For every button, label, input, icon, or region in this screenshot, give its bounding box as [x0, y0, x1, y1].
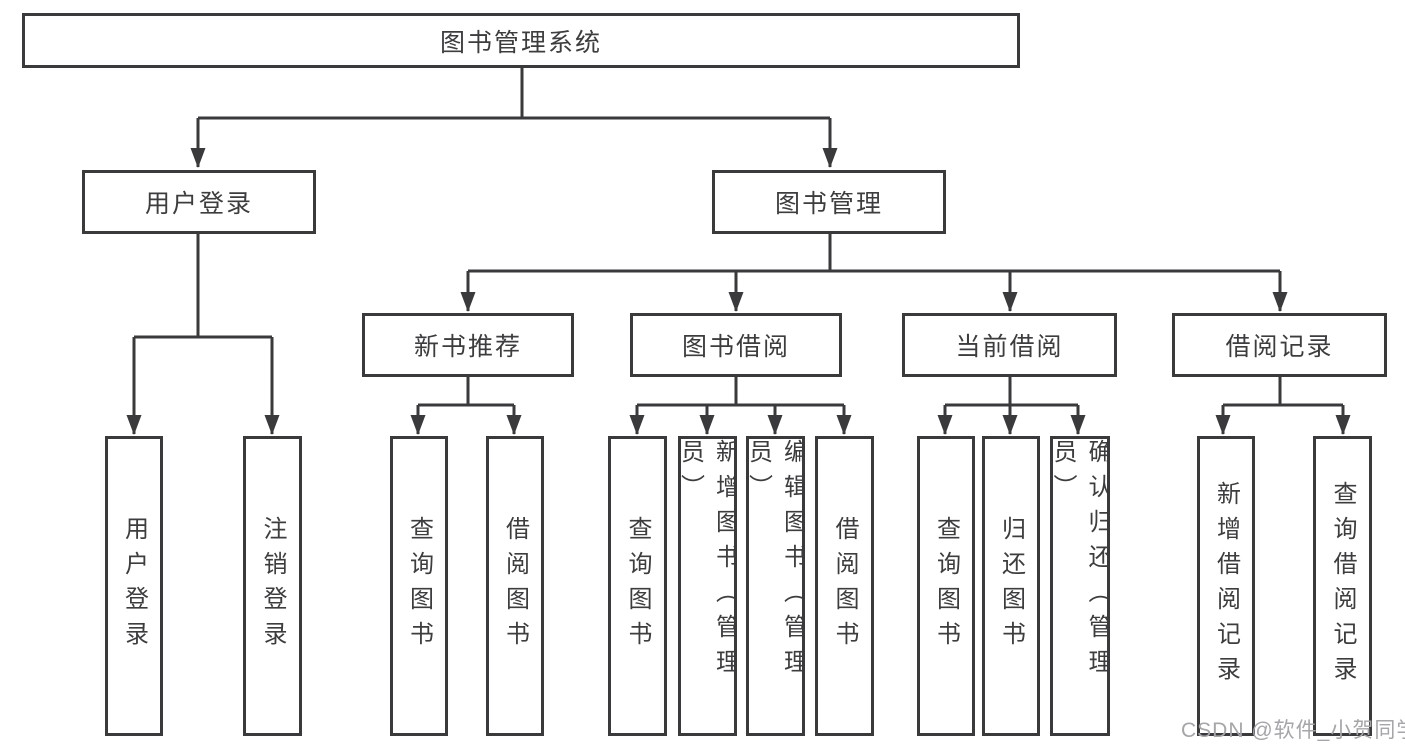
leaf-current-confirm-return-admin: 确认归还（管理员） [1050, 436, 1110, 736]
node-book-management: 图书管理 [712, 170, 946, 234]
leaf-newbook-borrow-books: 借阅图书 [486, 436, 544, 736]
leaf-user-login: 用户登录 [105, 436, 163, 736]
leaf-logout: 注销登录 [243, 436, 302, 736]
node-borrowing-records: 借阅记录 [1172, 313, 1387, 377]
leaf-newbook-query-books: 查询图书 [390, 436, 448, 736]
csdn-watermark: CSDN @软件_小贺同学 [1181, 719, 1405, 742]
leaf-records-query-record: 查询借阅记录 [1313, 436, 1372, 736]
node-user-login: 用户登录 [82, 170, 316, 234]
leaf-records-add-record: 新增借阅记录 [1197, 436, 1255, 736]
connector-book-management [468, 233, 1280, 273]
leaf-borrowing-borrow-books: 借阅图书 [815, 436, 874, 736]
connector-book-borrowing [637, 377, 844, 407]
node-book-borrowing: 图书借阅 [630, 313, 842, 377]
connector-user-login [134, 233, 272, 339]
connector-current-borrowing [945, 377, 1078, 407]
connector-borrowing-records [1223, 377, 1343, 407]
leaf-borrowing-query-books: 查询图书 [608, 436, 667, 736]
leaf-current-return-books: 归还图书 [982, 436, 1040, 736]
node-library-management-system: 图书管理系统 [22, 13, 1020, 68]
node-current-borrowing: 当前借阅 [902, 313, 1117, 377]
leaf-borrowing-add-books-admin: 新增图书（管理员） [678, 436, 737, 736]
connector-root [198, 68, 830, 120]
connector-new-book-recommend [418, 377, 514, 407]
node-new-book-recommend: 新书推荐 [362, 313, 574, 377]
leaf-borrowing-edit-books-admin: 编辑图书（管理员） [746, 436, 805, 736]
leaf-current-query-books: 查询图书 [917, 436, 975, 736]
